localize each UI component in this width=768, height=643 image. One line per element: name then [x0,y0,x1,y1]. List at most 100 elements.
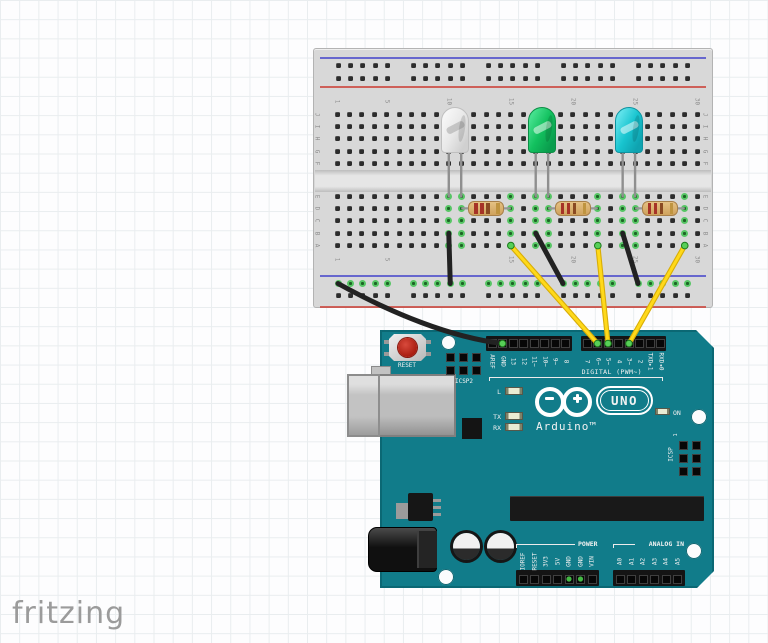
icsp2-pin[interactable] [471,352,481,362]
resistor-1-band [480,202,484,214]
resistor-1[interactable] [468,200,505,216]
analog-pin-A0[interactable] [615,574,625,584]
analog-pin-A5[interactable] [673,574,682,584]
resistor-2-band [560,202,565,214]
usb-interface-chip [462,418,482,439]
onboard-led-l [505,387,523,395]
icsp-pin[interactable] [678,453,688,463]
regulator-leg [433,513,441,516]
breadboard-center-channel [315,170,711,192]
led-rx-label: RX [493,424,501,432]
led-white[interactable] [440,107,469,153]
icsp-pin[interactable] [691,466,701,476]
arduino-brand-text: Arduino™ [536,420,597,433]
digital-pin-label: TXD▸1 [646,351,654,371]
digital-divider-line [489,377,663,378]
resistor-2-band [566,202,571,214]
fritzing-watermark: fritzing [12,596,126,631]
power-pin-3V3[interactable] [541,574,551,584]
power-pin-label: GND [577,555,584,567]
digital-pin-label: 6~ [594,357,601,365]
digital-divider-tick [662,377,663,381]
led-l-label: L [497,388,501,396]
led-cyan[interactable] [614,107,643,153]
voltage-regulator [408,493,433,521]
digital-pin-label: 2 [636,359,643,363]
reset-button-cap[interactable] [398,338,417,357]
led-green[interactable] [527,107,556,153]
mounting-hole [440,334,456,350]
digital-pin-label: 4 [615,359,622,363]
resistor-1-band [474,202,478,214]
regulator-leg [433,499,441,502]
digital-pin-label: 5~ [604,357,612,365]
onboard-led-tx [505,412,523,420]
digital-pin-label: GND [499,355,506,367]
icsp2-pin[interactable] [458,352,468,362]
led-tx-label: TX [493,413,501,421]
icsp2-pin[interactable] [471,365,481,375]
mounting-hole [686,543,702,559]
power-pin-5V[interactable] [553,574,562,584]
usb-connector-cap [347,374,380,437]
mounting-hole [438,569,454,585]
led-white-shade [457,114,467,143]
icsp-pin[interactable] [678,440,688,450]
regulator-leg [433,506,441,509]
analog-pin-label: A0 [616,557,624,565]
analog-pin-label: A4 [662,557,670,565]
digital-pin-label: 7 [583,359,591,363]
power-divider-tick [516,544,517,548]
digital-pin-label: 9~ [551,357,559,365]
power-pin-label: VIN [588,555,596,567]
uno-badge-inner [600,390,649,411]
analog-pin-A3[interactable] [650,574,659,584]
digital-pin-label: 3~ [625,357,633,365]
power-pin-RESET[interactable] [530,574,539,584]
uno-model-text: UNO [610,393,639,408]
power-pin-label: 3V3 [542,555,550,567]
digital-caption: DIGITAL (PWM~) [581,368,642,376]
resistor-2[interactable] [554,200,591,216]
led-cyan-shade [631,114,641,143]
usb-connector [347,374,456,437]
resistor-3-band [653,202,658,214]
icsp2-pin[interactable] [445,365,455,375]
electrolytic-capacitor [452,532,480,560]
power-divider-line [516,544,575,545]
icsp-pin[interactable] [678,466,688,476]
icsp2-pin[interactable] [445,352,455,362]
digital-pin-4[interactable] [614,339,623,348]
reset-label: RESET [397,362,417,369]
power-pin-label: GND [565,555,573,567]
digital-pin-label: RXD◂0 [657,351,664,371]
logo-plus-icon [575,393,580,403]
power-caption: POWER [578,540,598,548]
analog-pin-A1[interactable] [627,574,636,584]
resistor-1-band [486,202,490,214]
power-pin-IOREF[interactable] [518,574,528,584]
led-green-shade [544,114,554,143]
analog-pin-label: A1 [628,557,635,565]
reset-button-leg [384,352,389,356]
resistor-3[interactable] [641,200,678,216]
icsp2-pin[interactable] [458,365,468,375]
analog-divider-tick [613,544,614,548]
icsp-pin[interactable] [691,440,701,450]
power-jack-inner [417,531,437,568]
icsp-pin[interactable] [691,453,701,463]
analog-pin-label: A5 [674,557,681,565]
analog-pin-A4[interactable] [661,574,671,584]
resistor-2-band [582,202,587,214]
power-pin-label: RESET [531,551,538,571]
power-pin-label: IOREF [519,551,527,571]
onboard-led-on [655,408,670,415]
analog-pin-label: A3 [651,557,658,565]
resistor-3-band [647,202,652,214]
analog-pin-A2[interactable] [638,574,648,584]
reset-button-leg [426,340,431,344]
digital-pin-label: 10~ [541,355,548,367]
power-pin-VIN[interactable] [587,574,597,584]
reset-button-leg [426,352,431,356]
